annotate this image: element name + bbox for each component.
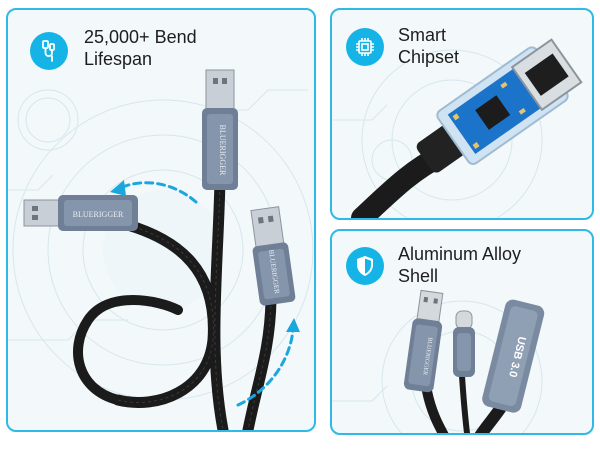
arrowhead-left (110, 180, 126, 196)
usb-a-plug (403, 289, 444, 393)
usb-connector-horizontal (23, 195, 138, 231)
bend-lifespan-panel: BLUERIGGER BLUERIGGER BLUERIGGER (6, 8, 316, 432)
bend-arrow-left (118, 181, 198, 204)
usb-cable-icon (30, 32, 68, 70)
chipset-illustration (332, 38, 583, 218)
aluminum-shell-panel: BLUERIGGER USB 3.0 Aluminum Alloy Shell (330, 229, 594, 435)
shell-brand-label: BLUERIGGER (421, 337, 432, 375)
brand-label-vertical: BLUERIGGER (218, 125, 227, 176)
usb-c-plug (453, 310, 475, 377)
brand-label-horizontal: BLUERIGGER (73, 210, 124, 219)
aluminum-shell-illustration: BLUERIGGER USB 3.0 (332, 289, 545, 433)
usb-a-female (482, 299, 545, 413)
bend-cable-illustration: BLUERIGGER BLUERIGGER BLUERIGGER (8, 69, 314, 430)
usb-connector-vertical (202, 69, 238, 190)
smart-chipset-panel: Smart Chipset (330, 8, 594, 220)
bend-arrow-right (236, 328, 295, 407)
aluminum-shell-title: Aluminum Alloy Shell (398, 244, 522, 286)
arrowhead-right (286, 318, 300, 332)
smart-chipset-title: Smart Chipset (398, 25, 460, 67)
shield-icon (346, 247, 384, 285)
usb-connector-tilted (250, 206, 296, 306)
bend-lifespan-title: 25,000+ Bend Lifespan (84, 27, 197, 69)
chip (475, 95, 511, 130)
chip-icon (346, 28, 384, 66)
